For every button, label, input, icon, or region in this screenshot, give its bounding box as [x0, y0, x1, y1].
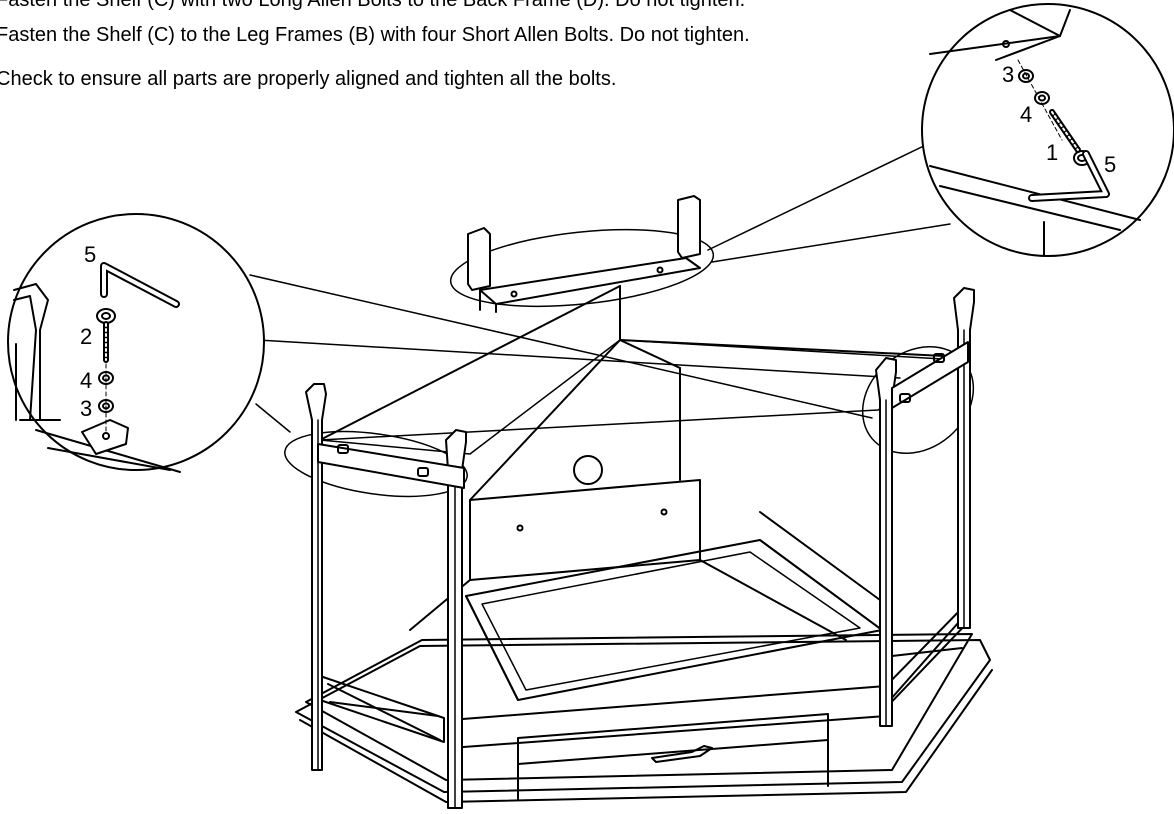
instruction-line-3: Check to ensure all parts are properly a…	[0, 68, 617, 90]
callout-left	[7, 213, 265, 473]
instruction-line-1: Fasten the Shelf (C) with two Long Allen…	[0, 0, 746, 11]
callout-right-label-3: 3	[1002, 62, 1014, 87]
callout-right	[921, 3, 1174, 257]
instruction-line-2: Fasten the Shelf (C) to the Leg Frames (…	[0, 24, 750, 46]
callout-left-label-3: 3	[80, 396, 92, 421]
callout-right-label-5: 5	[1104, 152, 1116, 177]
legs	[305, 195, 975, 809]
callout-left-label-2: 2	[80, 324, 92, 349]
leader-lines	[249, 141, 951, 433]
tv-stand-frame	[295, 285, 993, 803]
callout-left-label-4: 4	[80, 368, 92, 393]
callout-right-label-1: 1	[1046, 140, 1058, 165]
allen-bolt-left	[96, 308, 116, 363]
allen-key-left	[100, 262, 180, 308]
allen-key-right	[1028, 150, 1110, 202]
callout-left-label-5: 5	[84, 242, 96, 267]
callout-right-label-4: 4	[1020, 102, 1032, 127]
